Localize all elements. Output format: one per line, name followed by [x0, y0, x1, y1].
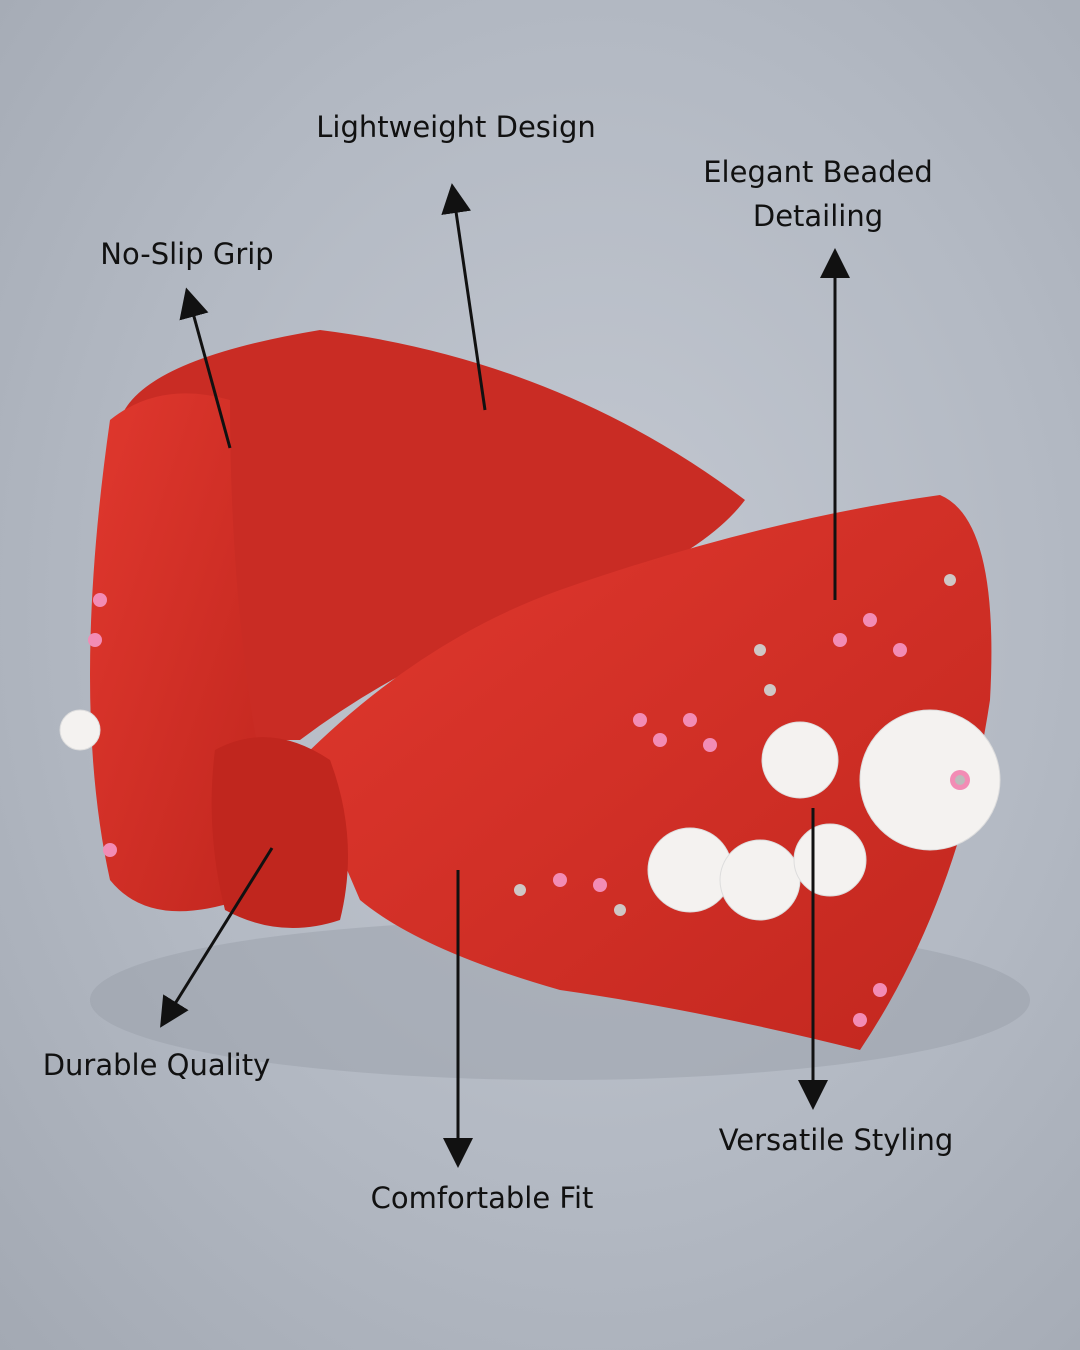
- arrow-durable: [160, 847, 274, 1028]
- headband-front: [300, 495, 992, 1050]
- arrow-no-slip: [179, 287, 232, 449]
- headband-knot: [211, 737, 348, 928]
- headband-inner: [120, 330, 745, 740]
- label-elegant-line1: Elegant Beaded: [703, 155, 933, 189]
- arrow-lightweight: [441, 183, 487, 411]
- label-durable-quality: Durable Quality: [42, 1048, 271, 1082]
- label-no-slip-grip: No-Slip Grip: [100, 237, 274, 271]
- label-elegant-line2: Detailing: [752, 199, 884, 233]
- beaded-detailing: [59, 574, 1001, 1027]
- label-comfortable-fit: Comfortable Fit: [370, 1181, 594, 1215]
- label-lightweight-design: Lightweight Design: [316, 110, 596, 144]
- label-versatile-styling: Versatile Styling: [718, 1123, 954, 1157]
